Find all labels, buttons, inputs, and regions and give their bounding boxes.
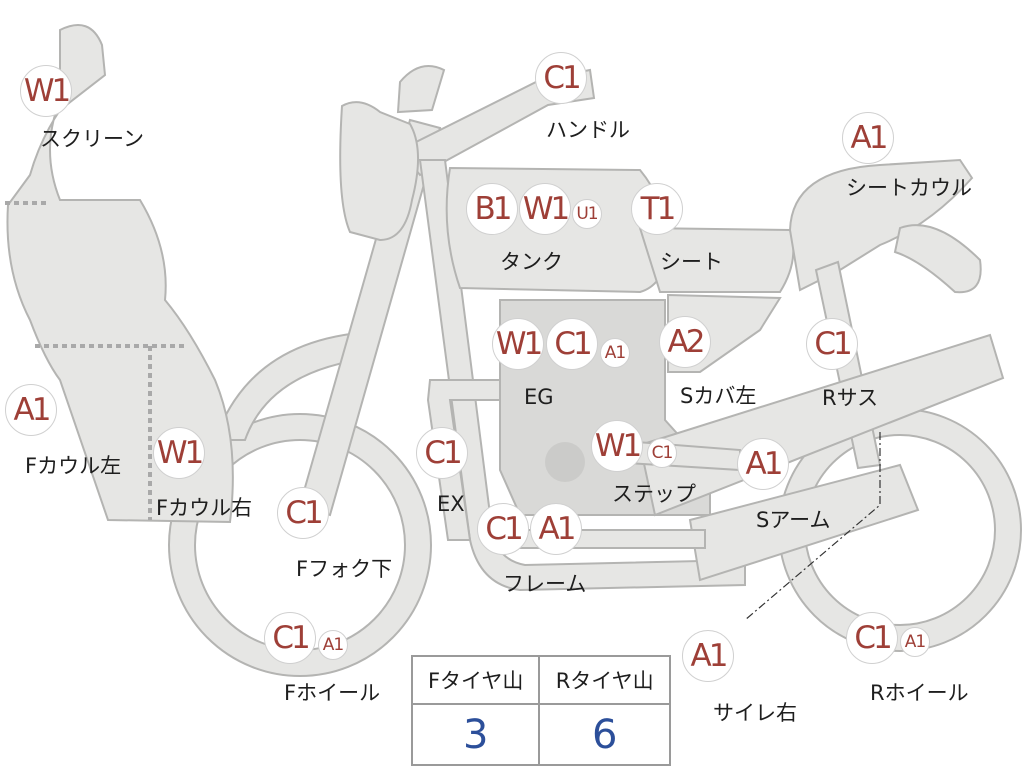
muffler-right-label: サイレ右: [713, 701, 797, 725]
rear-suspension-code-0[interactable]: C1: [806, 318, 858, 370]
front-fork-lower-code-0[interactable]: C1: [277, 487, 329, 539]
frame-code-1[interactable]: A1: [530, 503, 582, 555]
step-code-1[interactable]: C1: [647, 438, 677, 468]
front-tire-value[interactable]: 3: [410, 703, 541, 766]
tire-table-header-row: Fタイヤ山 Rタイヤ山: [410, 655, 671, 705]
front-wheel-code-1[interactable]: A1: [318, 630, 348, 660]
muffler-shape: [688, 463, 920, 582]
tank-code-2[interactable]: U1: [572, 199, 602, 229]
rear-suspension-label: Rサス: [822, 386, 879, 410]
tank-code-1[interactable]: W1: [519, 183, 571, 235]
front-wheel-label: Fホイール: [284, 681, 381, 705]
muffler-right-code-0[interactable]: A1: [682, 630, 734, 682]
front-cowl-right-label: Fカウル右: [156, 496, 253, 520]
front-tire-header: Fタイヤ山: [410, 655, 541, 705]
seat-code-0[interactable]: T1: [631, 183, 683, 235]
headlight-shape: [339, 101, 420, 242]
front-cowl-left-code-0[interactable]: A1: [5, 384, 57, 436]
swing-arm-label: Sアーム: [756, 508, 831, 532]
seat-cowl-code-0[interactable]: A1: [842, 112, 894, 164]
engine-label: EG: [524, 385, 554, 409]
handle-label: ハンドル: [546, 118, 630, 142]
tail-light-shape: [893, 224, 982, 294]
rear-wheel-label: Rホイール: [870, 681, 969, 705]
engine-cover-shape: [545, 442, 585, 482]
rear-wheel-code-0[interactable]: C1: [846, 612, 898, 664]
seat-label: シート: [660, 250, 723, 274]
rear-tire-header: Rタイヤ山: [538, 655, 671, 705]
engine-code-1[interactable]: C1: [546, 318, 598, 370]
front-cowl-right-code-0[interactable]: W1: [153, 427, 205, 479]
handle-code-0[interactable]: C1: [535, 52, 587, 104]
front-cowl-left-label: Fカウル左: [25, 454, 122, 478]
mirror-shape: [396, 65, 446, 114]
rear-wheel-code-1[interactable]: A1: [900, 627, 930, 657]
front-fork-lower-label: Fフォク下: [296, 557, 393, 581]
exhaust-label: EX: [437, 492, 465, 516]
step-code-0[interactable]: W1: [591, 420, 643, 472]
rear-tire-value[interactable]: 6: [538, 703, 671, 766]
swing-arm-code-0[interactable]: A1: [737, 438, 789, 490]
exhaust-code-0[interactable]: C1: [416, 427, 468, 479]
seat-cowl-shape: [788, 158, 974, 292]
front-wheel-outer-edge: [168, 413, 432, 677]
engine-code-2[interactable]: A1: [600, 338, 630, 368]
tire-tread-table: Fタイヤ山 Rタイヤ山 3 6: [410, 655, 671, 766]
screen-code-0[interactable]: W1: [20, 65, 72, 117]
step-label: ステップ: [612, 482, 696, 506]
tank-code-0[interactable]: B1: [466, 183, 518, 235]
tank-label: タンク: [500, 250, 563, 274]
front-cowl-shape: [6, 24, 234, 524]
frame-code-0[interactable]: C1: [477, 503, 529, 555]
tire-table-value-row: 3 6: [410, 703, 671, 766]
engine-code-0[interactable]: W1: [492, 318, 544, 370]
screen-label: スクリーン: [40, 127, 144, 151]
side-cover-left-label: Sカバ左: [680, 384, 757, 408]
front-wheel-code-0[interactable]: C1: [264, 612, 316, 664]
side-cover-left-code-0[interactable]: A2: [659, 316, 711, 368]
seat-cowl-label: シートカウル: [846, 176, 972, 200]
front-wheel-shape: [169, 414, 431, 676]
frame-label: フレーム: [503, 572, 587, 596]
